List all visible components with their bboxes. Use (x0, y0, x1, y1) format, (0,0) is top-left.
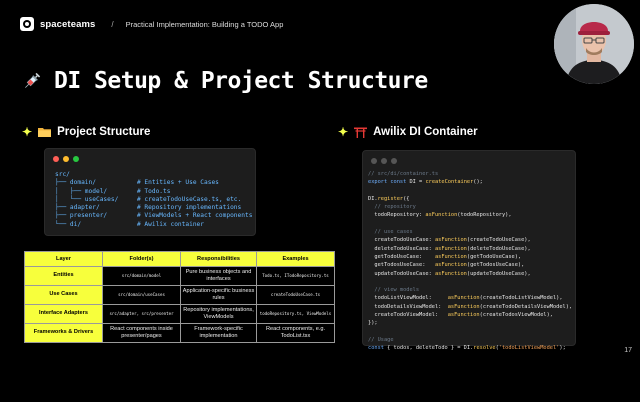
breadcrumb-separator: / (111, 19, 114, 29)
awilix-title: Awilix DI Container (373, 126, 478, 138)
folder-icon (38, 128, 52, 137)
code-line: createTodoViewModel: asFunction(createTo… (368, 312, 553, 319)
responsibility-cell: Pure business objects and interfaces (180, 266, 257, 286)
project-structure-heading: ✦ Project Structure (22, 125, 150, 139)
code-line: todoListViewModel: asFunction(createTodo… (368, 295, 563, 302)
example-cell: todoRepository.ts, ViewModels (256, 304, 335, 324)
example-cell: React components, e.g. TodoList.tsx (256, 323, 335, 343)
table-row: Entities src/domain/model Pure business … (24, 266, 335, 286)
responsibility-cell: Framework-specific implementation (180, 323, 257, 343)
brand-name: spaceteams (40, 18, 96, 30)
breadcrumb: Practical Implementation: Building a TOD… (125, 19, 284, 29)
code-line: }); (368, 320, 378, 327)
window-dot-icon (381, 158, 387, 164)
table-row: Frameworks & Drivers React components in… (24, 323, 335, 343)
header: spaceteams / Practical Implementation: B… (20, 16, 283, 32)
webcam-video (554, 4, 634, 84)
slide-title-row: DI Setup & Project Structure (22, 68, 428, 94)
window-controls (371, 158, 397, 164)
code-line: updateTodoUseCase: asFunction(updateTodo… (368, 270, 531, 277)
code-line: todoRepository: asFunction(todoRepositor… (368, 212, 512, 219)
code-line: getTodoUseCase: asFunction(getTodoUseCas… (368, 253, 522, 260)
code-line: DI.register({ (368, 195, 410, 202)
awilix-container-code: // src/di/container.ts export const DI =… (368, 170, 572, 353)
column-header: Responsibilities (180, 251, 257, 267)
code-line: deleteTodoUseCase: asFunction(deleteTodo… (368, 245, 531, 252)
layer-responsibility-table: Layer Folder(s) Responsibilities Example… (24, 251, 335, 343)
code-line: getTodosUseCase: asFunction(getTodosUseC… (368, 262, 525, 269)
awilix-code-panel: // src/di/container.ts export const DI =… (362, 150, 576, 351)
spaceteams-logo-icon (20, 17, 34, 31)
project-structure-title: Project Structure (57, 126, 151, 138)
code-line: export const DI = createContainer(); (368, 179, 483, 186)
syringe-icon (25, 72, 41, 88)
sparkle-icon: ✦ (338, 125, 349, 139)
code-line: // repository (368, 204, 416, 211)
table-row: Interface Adapters src/adapter, src/pres… (24, 304, 335, 324)
responsibility-cell: Application-specific business rules (180, 285, 257, 305)
torii-gate-icon (354, 127, 368, 138)
folder-cell: src/domain/model (102, 266, 181, 286)
column-header: Layer (24, 251, 103, 267)
code-line: todoDetailsViewModel: asFunction(createT… (368, 303, 573, 310)
awilix-heading: ✦ Awilix DI Container (338, 125, 478, 139)
page-title: DI Setup & Project Structure (54, 68, 428, 94)
column-header: Examples (256, 251, 335, 267)
example-cell: Todo.ts, ITodoRepository.ts (256, 266, 335, 286)
layer-cell: Interface Adapters (24, 304, 103, 324)
responsibility-cell: Repository implementations, ViewModels (180, 304, 257, 324)
code-line: // use cases (368, 229, 413, 236)
window-dot-icon (371, 158, 377, 164)
page-number: 17 (624, 347, 632, 354)
folder-cell: src/adapter, src/presenter (102, 304, 181, 324)
table-header-row: Layer Folder(s) Responsibilities Example… (24, 251, 335, 267)
code-line: // src/di/container.ts (368, 171, 439, 177)
layer-cell: Entities (24, 266, 103, 286)
folder-cell: React components inside presenter/pages (102, 323, 181, 343)
maximize-dot-icon (73, 156, 79, 162)
layer-cell: Frameworks & Drivers (24, 323, 103, 343)
window-controls (53, 156, 79, 162)
close-dot-icon (53, 156, 59, 162)
table-row: Use Cases src/domain/useCases Applicatio… (24, 285, 335, 305)
layer-cell: Use Cases (24, 285, 103, 305)
code-line: // view models (368, 287, 420, 294)
project-tree-code-panel: src/ ├── domain/ # Entities + Use Cases … (44, 148, 256, 236)
example-cell: createTodoUseCase.ts (256, 285, 335, 305)
sparkle-icon: ✦ (22, 125, 33, 139)
window-dot-icon (391, 158, 397, 164)
code-line: // Usage (368, 336, 394, 343)
code-line: createTodoUseCase: asFunction(createTodo… (368, 237, 531, 244)
minimize-dot-icon (63, 156, 69, 162)
code-line: const { todos, deleteTodo } = DI.resolve… (368, 345, 566, 352)
folder-cell: src/domain/useCases (102, 285, 181, 305)
column-header: Folder(s) (102, 251, 181, 267)
project-tree-code: src/ ├── domain/ # Entities + Use Cases … (55, 171, 253, 228)
